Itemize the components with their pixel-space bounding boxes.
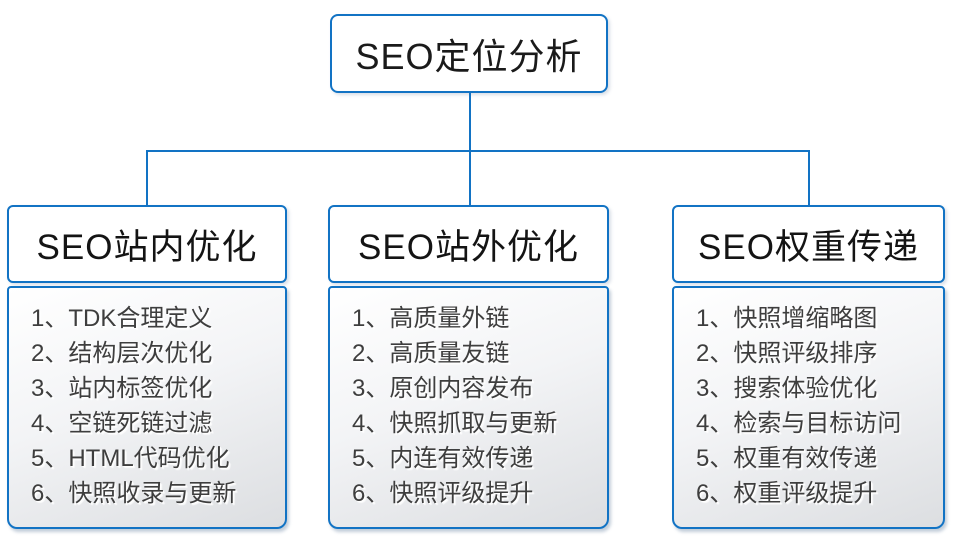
list-item: 5、HTML代码优化 xyxy=(31,445,230,472)
branch-header-onsite: SEO站内优化 xyxy=(7,205,287,283)
list-item: 1、快照增缩略图 xyxy=(696,305,878,332)
branch-header-weight: SEO权重传递 xyxy=(672,205,945,283)
list-item: 2、结构层次优化 xyxy=(31,340,213,367)
branch-title: SEO权重传递 xyxy=(698,227,919,267)
branch-title: SEO站外优化 xyxy=(358,227,579,267)
list-item: 3、原创内容发布 xyxy=(352,375,534,402)
list-item: 6、权重评级提升 xyxy=(696,480,878,507)
connector-root-stem xyxy=(469,93,471,151)
connector-branch-left xyxy=(146,150,148,206)
branch-list-onsite: 1、TDK合理定义 2、结构层次优化 3、站内标签优化 4、空链死链过滤 5、H… xyxy=(7,286,287,529)
list-item: 2、高质量友链 xyxy=(352,340,510,367)
list-item: 3、站内标签优化 xyxy=(31,375,213,402)
list-item: 2、快照评级排序 xyxy=(696,340,878,367)
list-item: 4、空链死链过滤 xyxy=(31,410,213,437)
list-item: 6、快照收录与更新 xyxy=(31,480,237,507)
list-item: 5、权重有效传递 xyxy=(696,445,878,472)
list-item: 6、快照评级提升 xyxy=(352,480,534,507)
connector-branch-mid xyxy=(469,150,471,206)
list-item: 1、高质量外链 xyxy=(352,305,510,332)
root-node-label: SEO定位分析 xyxy=(355,35,583,77)
list-item: 4、快照抓取与更新 xyxy=(352,410,558,437)
branch-list-weight: 1、快照增缩略图 2、快照评级排序 3、搜索体验优化 4、检索与目标访问 5、权… xyxy=(672,286,945,529)
root-node: SEO定位分析 xyxy=(330,14,608,93)
branch-list-offsite: 1、高质量外链 2、高质量友链 3、原创内容发布 4、快照抓取与更新 5、内连有… xyxy=(328,286,609,529)
connector-branch-right xyxy=(808,150,810,206)
list-item: 4、检索与目标访问 xyxy=(696,410,902,437)
list-item: 3、搜索体验优化 xyxy=(696,375,878,402)
branch-title: SEO站内优化 xyxy=(36,227,258,267)
branch-header-offsite: SEO站外优化 xyxy=(328,205,609,283)
connector-crossbar xyxy=(146,150,810,152)
list-item: 5、内连有效传递 xyxy=(352,445,534,472)
list-item: 1、TDK合理定义 xyxy=(31,305,213,332)
